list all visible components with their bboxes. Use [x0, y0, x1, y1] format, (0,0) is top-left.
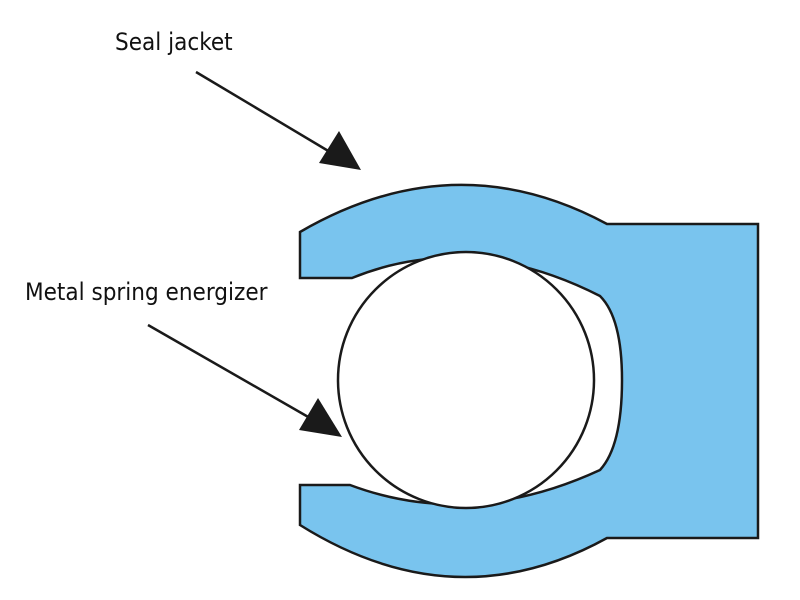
seal-jacket-label: Seal jacket — [115, 28, 233, 56]
spring-arrow — [147, 323, 342, 437]
seal-jacket-arrow-shaft — [195, 70, 331, 154]
spring-arrow-shaft — [147, 323, 311, 420]
spring-arrowhead — [299, 398, 342, 437]
seal-jacket-arrowhead — [319, 131, 361, 170]
metal-spring-energizer-label: Metal spring energizer — [25, 278, 268, 306]
metal-spring-circle — [336, 250, 596, 510]
seal-jacket-arrow — [195, 70, 361, 170]
